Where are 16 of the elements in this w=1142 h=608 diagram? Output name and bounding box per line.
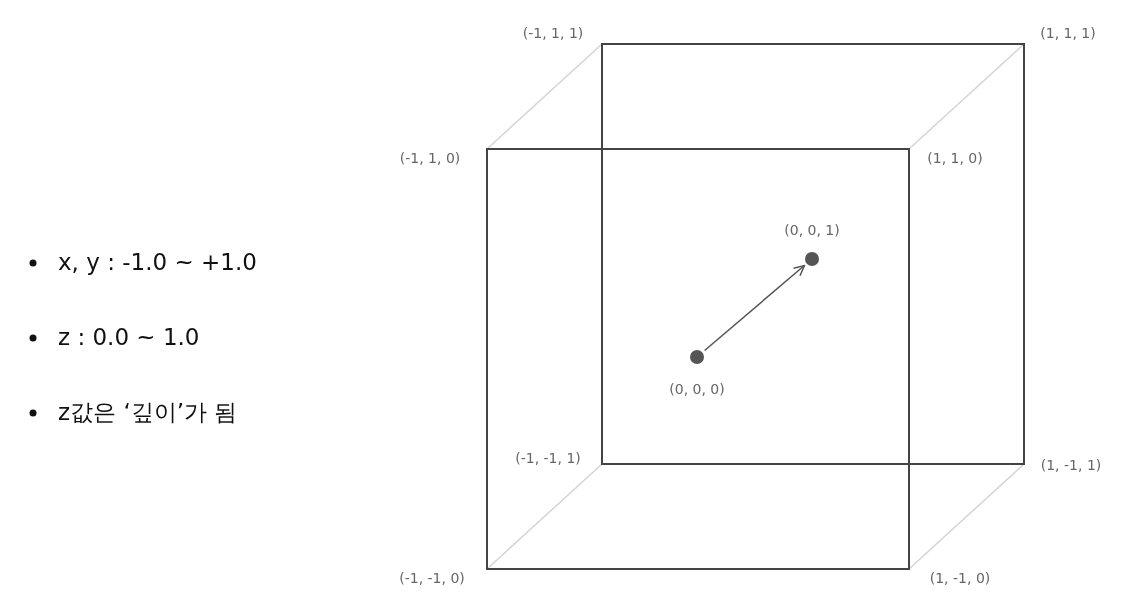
coordinate-label: (0, 0, 0) bbox=[669, 381, 725, 397]
coordinate-label: (0, 0, 1) bbox=[784, 222, 840, 238]
coordinate-label: (1, -1, 1) bbox=[1040, 457, 1102, 473]
coordinate-label: (-1, 1, 0) bbox=[399, 150, 461, 166]
point-dot bbox=[805, 252, 819, 266]
coordinate-label: (1, 1, 0) bbox=[927, 150, 983, 166]
coordinate-label: (-1, -1, 0) bbox=[399, 570, 465, 586]
bullet-text: z값은 ‘깊이’가 됨 bbox=[58, 397, 238, 427]
bullet-text: x, y : -1.0 ~ +1.0 bbox=[58, 249, 257, 275]
coordinate-label: (1, 1, 1) bbox=[1040, 25, 1096, 41]
coordinate-label: (-1, -1, 1) bbox=[515, 450, 581, 466]
bullet-text: z : 0.0 ~ 1.0 bbox=[58, 324, 200, 350]
point-dot bbox=[690, 350, 704, 364]
coordinate-label: (-1, 1, 1) bbox=[522, 25, 584, 41]
coordinate-label: (1, -1, 0) bbox=[929, 570, 991, 586]
arrow bbox=[703, 264, 806, 352]
